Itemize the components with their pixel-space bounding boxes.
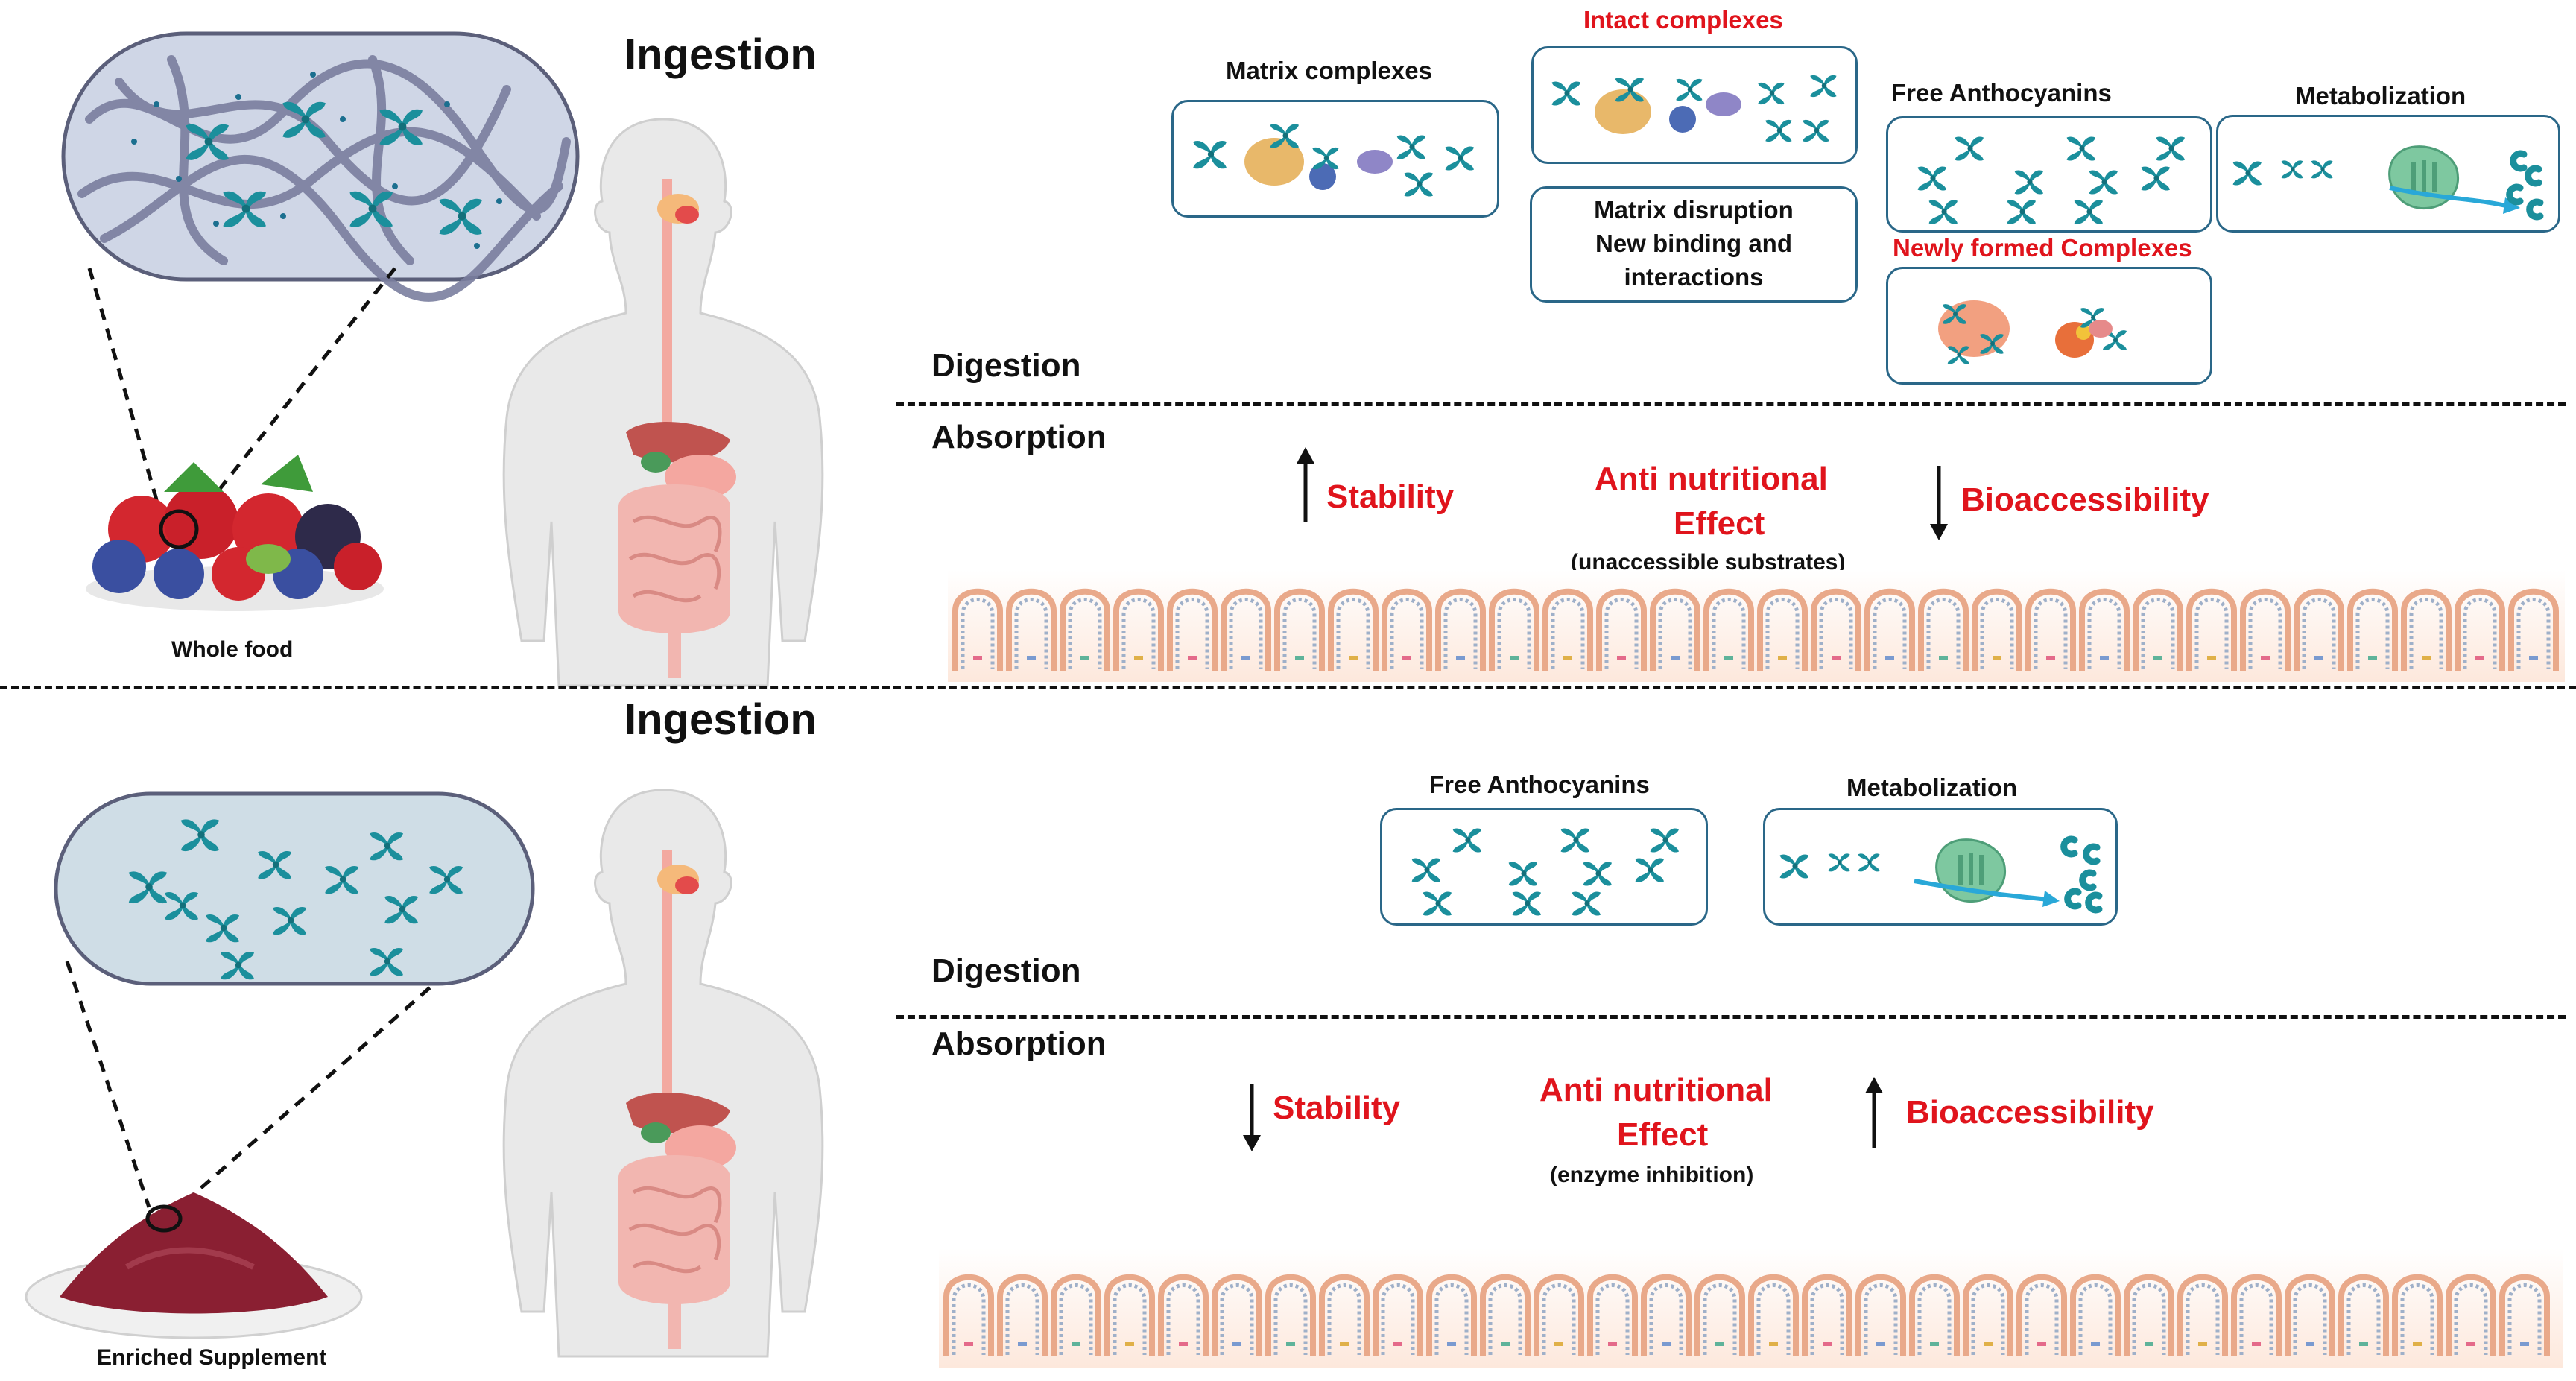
- divider-digestion-absorption-bottom: [896, 1015, 2566, 1019]
- matrix-disruption-line3: interactions: [1624, 263, 1764, 291]
- free-anthocyanins-box-top: [1886, 116, 2212, 233]
- metabolization-title-top: Metabolization: [2295, 82, 2466, 110]
- matrix-complexes-box: [1171, 100, 1499, 218]
- matrix-disruption-box: Matrix disruption New binding and intera…: [1530, 186, 1858, 303]
- free-anthocyanins-title-top: Free Anthocyanins: [1891, 79, 2112, 107]
- newly-formed-complexes-title: Newly formed Complexes: [1893, 234, 2192, 262]
- ingestion-label-top: Ingestion: [624, 31, 817, 79]
- stability-label-top: Stability: [1326, 478, 1455, 515]
- bioaccessibility-label-top: Bioaccessibility: [1961, 481, 2209, 518]
- bioaccessibility-label-bottom: Bioaccessibility: [1906, 1094, 2154, 1131]
- anti-nutritional-note-bottom: (enzyme inhibition): [1550, 1163, 1754, 1187]
- free-anthocyanins-box-bottom: [1380, 808, 1708, 926]
- ingestion-label-bottom: Ingestion: [624, 695, 817, 744]
- enriched-supplement-label: Enriched Supplement: [97, 1345, 327, 1370]
- metabolization-title-bottom: Metabolization: [1846, 774, 2018, 801]
- intact-complexes-title: Intact complexes: [1583, 6, 1783, 34]
- intestinal-villi-icon: [948, 570, 2565, 682]
- anti-nutritional-line1-bottom: Anti nutritional: [1539, 1072, 1773, 1108]
- metabolization-box-top: [2216, 115, 2560, 233]
- anti-nutritional-line2-top: Effect: [1674, 505, 1765, 542]
- intestinal-villi-icon: [939, 1248, 2563, 1368]
- matrix-disruption-line1: Matrix disruption: [1594, 196, 1794, 224]
- whole-food-label: Whole food: [171, 637, 294, 662]
- panel-divider: [0, 686, 2576, 689]
- absorption-label-bottom: Absorption: [931, 1026, 1107, 1062]
- berries-icon: [75, 440, 395, 619]
- digestion-label-bottom: Digestion: [931, 952, 1081, 989]
- intact-complexes-box: [1531, 46, 1858, 164]
- digestion-label-top: Digestion: [931, 347, 1081, 384]
- stability-label-bottom: Stability: [1273, 1090, 1401, 1126]
- free-anthocyanins-title-bottom: Free Anthocyanins: [1429, 771, 1650, 798]
- matrix-disruption-line2: New binding and: [1595, 230, 1792, 257]
- newly-formed-complexes-box: [1886, 267, 2212, 385]
- anti-nutritional-line1-top: Anti nutritional: [1595, 461, 1828, 497]
- divider-digestion-absorption-top: [896, 402, 2566, 406]
- food-matrix-capsule: [60, 30, 581, 302]
- anti-nutritional-line2-bottom: Effect: [1617, 1116, 1709, 1153]
- supplement-capsule: [52, 790, 537, 987]
- human-body-icon: [492, 104, 835, 687]
- matrix-complexes-title: Matrix complexes: [1226, 57, 1432, 84]
- metabolization-box-bottom: [1763, 808, 2118, 926]
- human-body-icon: [492, 775, 835, 1358]
- absorption-label-top: Absorption: [931, 419, 1107, 455]
- powder-icon: [15, 1178, 373, 1342]
